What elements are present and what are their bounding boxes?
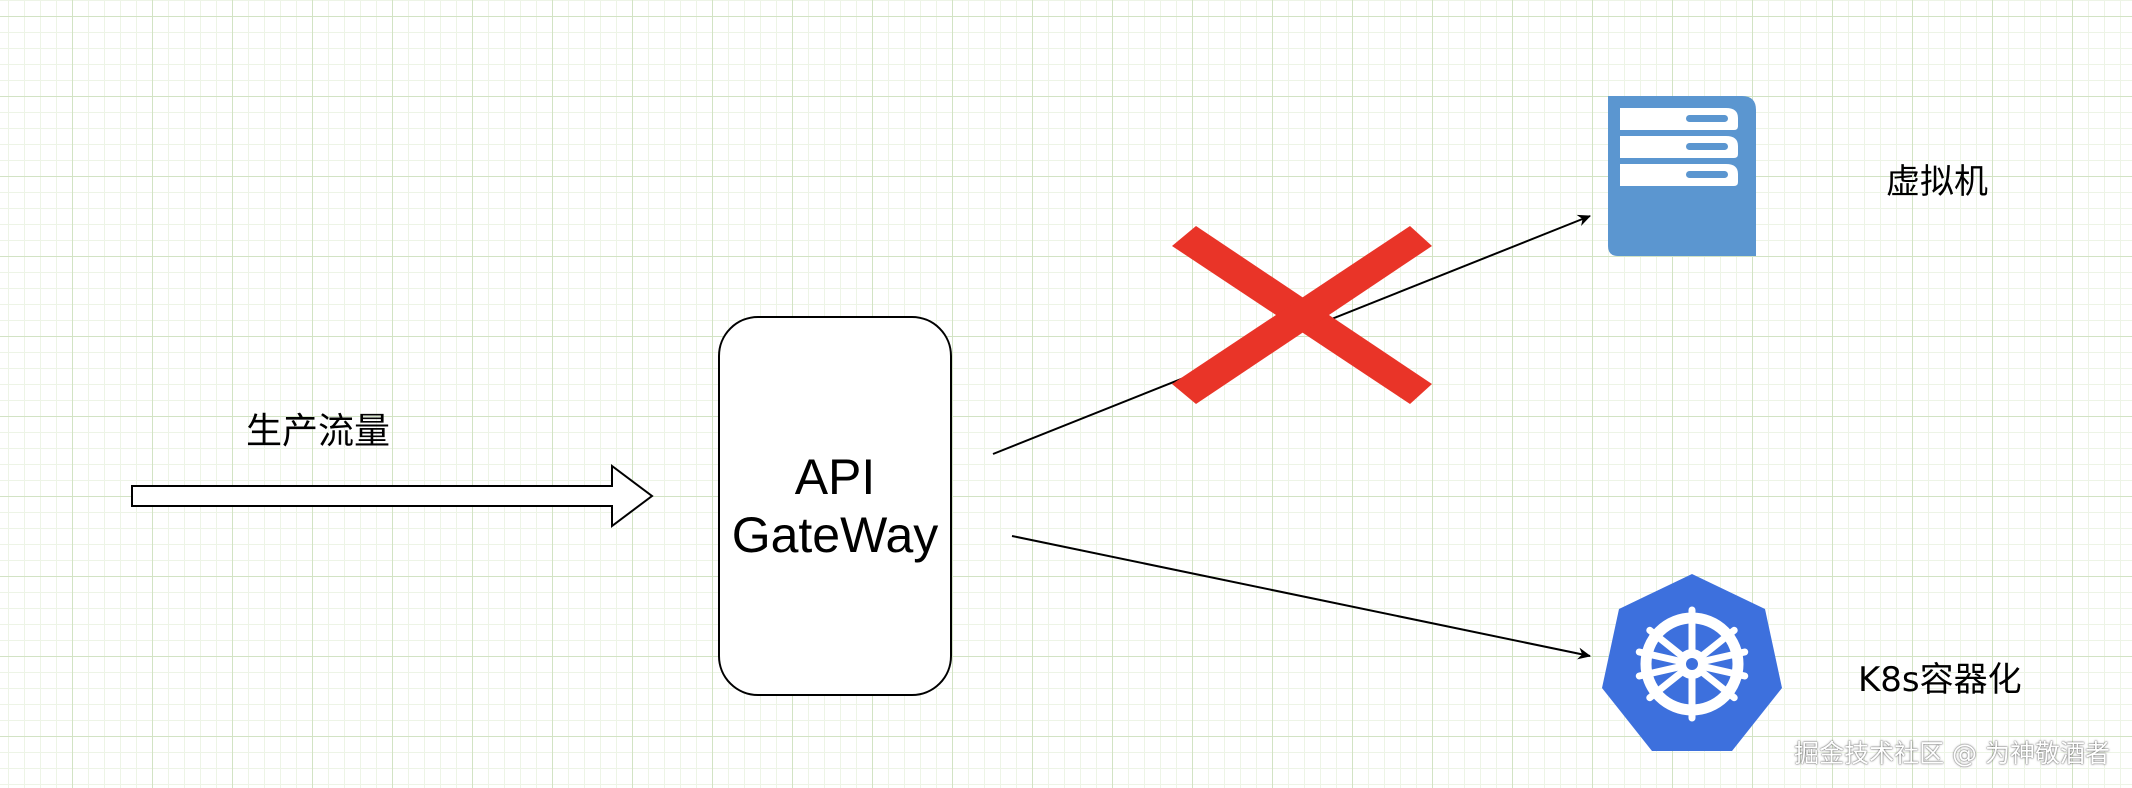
- api-gateway-node: API GateWay: [718, 316, 952, 696]
- watermark: 掘金技术社区 @ 为神敬酒者: [1794, 739, 2110, 768]
- hollow-right-arrow-icon: [131, 464, 654, 528]
- gateway-label-line1: API: [794, 449, 876, 505]
- traffic-label: 生产流量: [246, 411, 391, 452]
- red-x-icon: [1172, 226, 1432, 404]
- connector-to-k8s: [1011, 535, 1591, 660]
- vm-label: 虚拟机: [1886, 162, 1988, 202]
- kubernetes-helm-icon: [1602, 574, 1782, 751]
- gateway-label-line2: GateWay: [731, 507, 939, 563]
- server-rack-icon: [1608, 96, 1756, 256]
- k8s-label: K8s容器化: [1858, 660, 2022, 700]
